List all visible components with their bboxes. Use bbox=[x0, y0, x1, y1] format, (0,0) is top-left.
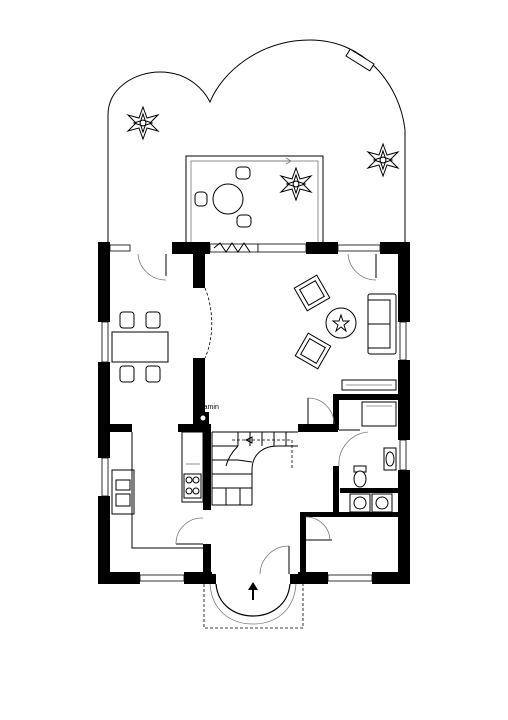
dining-chair bbox=[145, 365, 161, 383]
wall-interior bbox=[300, 512, 340, 517]
porch-column bbox=[290, 574, 298, 584]
terrace-table bbox=[212, 183, 244, 215]
wall-interior bbox=[340, 488, 398, 493]
terrace-chair bbox=[235, 166, 251, 180]
door bbox=[338, 429, 369, 467]
window bbox=[139, 574, 185, 582]
wall-interior bbox=[110, 424, 132, 432]
door bbox=[204, 287, 213, 359]
dryer bbox=[371, 493, 393, 513]
stove bbox=[183, 473, 202, 499]
window bbox=[327, 574, 373, 582]
terrace-chair bbox=[194, 191, 208, 207]
kitchen-counter bbox=[111, 469, 135, 515]
wall-east bbox=[398, 244, 410, 584]
porch-column bbox=[208, 574, 216, 584]
wall-interior bbox=[336, 394, 398, 400]
wall-interior bbox=[333, 466, 339, 514]
wall-interior bbox=[203, 544, 211, 574]
entrance-door bbox=[259, 545, 290, 575]
wall-interior bbox=[300, 512, 306, 574]
wall-west bbox=[98, 244, 110, 584]
garden-bench bbox=[345, 48, 375, 72]
wall-interior bbox=[178, 424, 210, 432]
wall-interior bbox=[339, 512, 398, 517]
dining-table bbox=[111, 331, 169, 363]
terrace-chair bbox=[236, 214, 252, 228]
dining-chair bbox=[119, 311, 135, 329]
porch-outline bbox=[203, 584, 304, 629]
plant-icon bbox=[366, 142, 400, 178]
dining-chair bbox=[119, 365, 135, 383]
window bbox=[109, 244, 131, 252]
coffee-table bbox=[325, 307, 357, 339]
dining-chair bbox=[145, 311, 161, 329]
garden-outline bbox=[107, 39, 406, 244]
window bbox=[399, 321, 407, 361]
wall-interior bbox=[298, 424, 338, 432]
door bbox=[175, 517, 204, 545]
wall-interior bbox=[193, 254, 205, 288]
door bbox=[347, 253, 377, 281]
window bbox=[337, 244, 381, 252]
kitchen-counter bbox=[181, 431, 204, 503]
door bbox=[305, 516, 332, 541]
wall-interior bbox=[193, 358, 205, 426]
staircase bbox=[211, 431, 298, 506]
door bbox=[137, 253, 167, 281]
plant-icon bbox=[279, 166, 313, 202]
window bbox=[101, 457, 109, 497]
window bbox=[101, 321, 109, 363]
arrow-up-icon bbox=[248, 582, 258, 600]
plant-icon bbox=[126, 105, 160, 141]
armchair bbox=[294, 332, 332, 370]
kitchen-sink bbox=[115, 479, 131, 491]
washing-machine bbox=[349, 493, 371, 513]
door bbox=[307, 397, 335, 425]
wall-interior bbox=[333, 394, 339, 430]
window bbox=[399, 439, 407, 471]
wall-interior bbox=[203, 424, 211, 510]
porch-step bbox=[215, 583, 291, 617]
armchair bbox=[293, 274, 331, 312]
terrace-inner bbox=[190, 160, 319, 245]
fireplace-label: Kamin bbox=[199, 404, 219, 411]
